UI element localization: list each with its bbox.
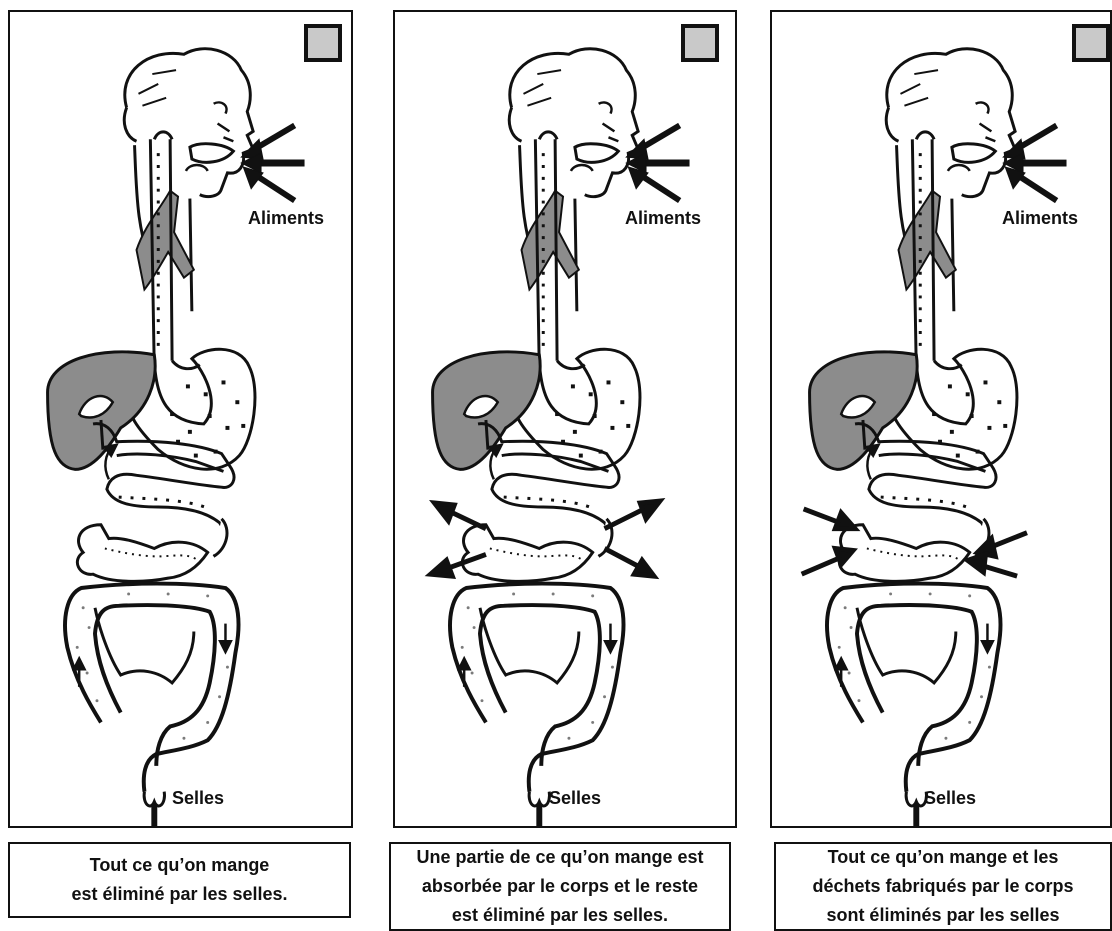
answer-checkbox-2[interactable] [681, 24, 719, 62]
caption-box-1: Tout ce qu’on mange est éliminé par les … [8, 842, 351, 918]
digestive-system-illustration [10, 12, 351, 826]
digestive-system-illustration [395, 12, 735, 826]
food-label: Aliments [625, 208, 701, 229]
answer-checkbox-1[interactable] [304, 24, 342, 62]
stool-label: Selles [549, 788, 601, 809]
food-label: Aliments [248, 208, 324, 229]
caption-text-3: Tout ce qu’on mange et les déchets fabri… [812, 843, 1073, 930]
diagram-panel-1: Aliments Selles [8, 10, 353, 828]
caption-box-2: Une partie de ce qu’on mange est absorbé… [389, 842, 731, 931]
digestive-system-illustration [772, 12, 1110, 826]
diagram-panel-3: Aliments Selles [770, 10, 1112, 828]
stool-label: Selles [172, 788, 224, 809]
caption-text-1: Tout ce qu’on mange est éliminé par les … [71, 851, 287, 909]
caption-box-3: Tout ce qu’on mange et les déchets fabri… [774, 842, 1112, 931]
caption-text-2: Une partie de ce qu’on mange est absorbé… [416, 843, 703, 930]
answer-checkbox-3[interactable] [1072, 24, 1110, 62]
diagram-panel-2: Aliments Selles [393, 10, 737, 828]
food-label: Aliments [1002, 208, 1078, 229]
stool-label: Selles [924, 788, 976, 809]
